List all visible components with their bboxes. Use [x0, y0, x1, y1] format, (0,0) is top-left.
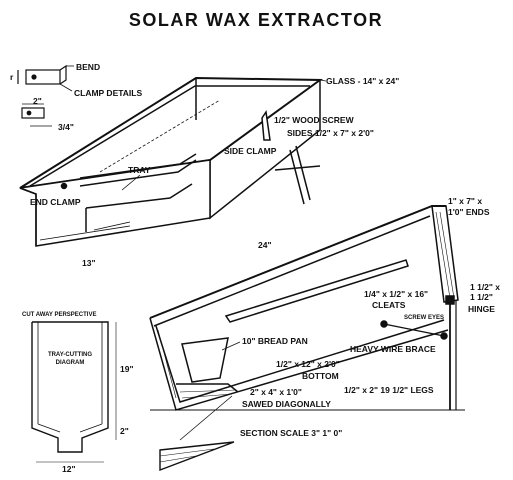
bread-pan-label: 10" BREAD PAN: [242, 336, 308, 346]
clamp-details-label: CLAMP DETAILS: [74, 88, 142, 98]
glass-label: GLASS - 14" x 24": [326, 76, 399, 86]
cleats-label-line1: 1/4" x 1/2" x 16": [364, 289, 428, 299]
cleats-label-line2: CLEATS: [372, 300, 406, 310]
side-clamp-label: SIDE CLAMP: [224, 146, 277, 156]
bottom-label-line1: 1/2" x 12" x 2'0": [276, 359, 340, 369]
sides-label: SIDES 1/2" x 7" x 2'0": [287, 128, 374, 138]
clamp-details-drawing: [17, 64, 74, 127]
tray-cutting-drawing: [31, 321, 117, 463]
wire-brace-label: HEAVY WIRE BRACE: [350, 344, 436, 354]
sawed-label-line1: 2" x 4" x 1'0": [250, 387, 302, 397]
dim-13in-label: 13": [82, 258, 96, 268]
bottom-label-line2: BOTTOM: [302, 371, 339, 381]
tray-label: TRAY: [128, 165, 151, 175]
dim-24in-label: 24": [258, 240, 272, 250]
dim-2in-b-label: 2": [120, 426, 129, 436]
hinge-label-line2: 1 1/2": [470, 292, 493, 302]
dim-3-4in-label: 3/4": [58, 122, 74, 132]
sawed-label-line2: SAWED DIAGONALLY: [242, 399, 331, 409]
end-clamp-label: END CLAMP: [30, 197, 81, 207]
side-section-drawing: [149, 205, 465, 411]
bend-label: BEND: [76, 62, 100, 72]
tray-cutting-label-line1: TRAY-CUTTING: [48, 352, 92, 358]
tray-cutting-label-line2: DIAGRAM: [56, 360, 85, 366]
diagram-title: SOLAR WAX EXTRACTOR: [129, 10, 383, 30]
hinge-label-line3: HINGE: [468, 304, 495, 314]
dim-19in-label: 19": [120, 364, 134, 374]
legs-label: 1/2" x 2" 19 1/2" LEGS: [344, 385, 434, 395]
dim-2in-label: 2": [33, 96, 42, 106]
wedge-drawing: [159, 395, 235, 472]
section-scale-label: SECTION SCALE 3" 1" 0": [240, 428, 342, 438]
hinge-label-line1: 1 1/2" x: [470, 282, 500, 292]
ends-label-line1: 1" x 7" x: [448, 196, 482, 206]
screw-eyes-label: SCREW EYES: [404, 315, 444, 321]
box-perspective-drawing: [19, 76, 324, 247]
dim-12in-label: 12": [62, 464, 76, 474]
wood-screw-label: 1/2" WOOD SCREW: [274, 115, 355, 125]
ends-label-line2: 1'0" ENDS: [448, 207, 490, 217]
cut-away-label: CUT AWAY PERSPECTIVE: [22, 312, 96, 318]
r-mark-label: r: [10, 72, 14, 82]
